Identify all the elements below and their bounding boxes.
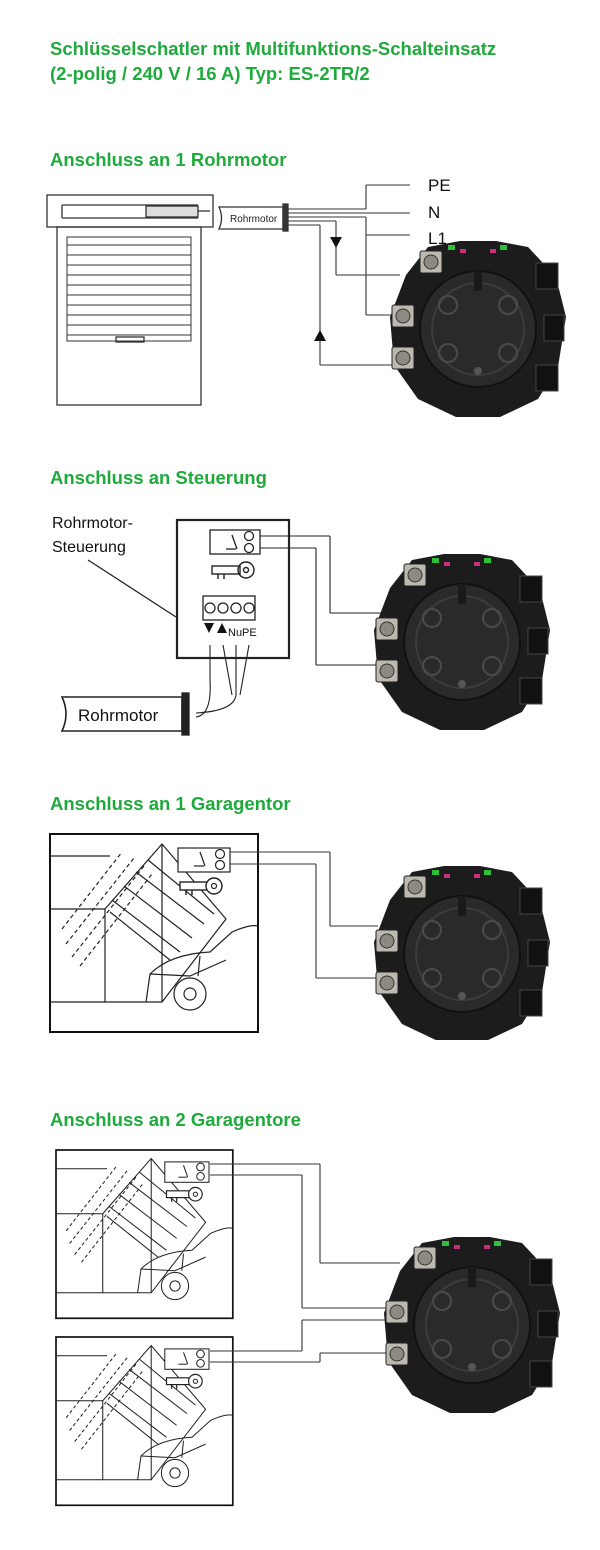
switch-insert-icon [383,1236,561,1414]
diagram-rohrmotor: Rohrmotor PE N L1 [46,176,567,418]
wire-label-l1: L1 [428,229,447,248]
wire-label-pe: PE [428,176,451,195]
diagram-steuerung: Rohrmotor- Steuerung NuPE Rohrmot [52,515,551,736]
switch-contact-box [209,529,261,555]
switch-insert-icon [373,865,551,1040]
control-label-2: Steuerung [52,539,126,556]
arrow-up-icon [217,623,227,633]
motor-label: Rohrmotor [78,706,159,725]
wire-label-n: N [428,203,440,222]
arrow-down-icon [330,237,342,248]
control-label-1: Rohrmotor- [52,515,133,532]
wire-bundle [288,184,410,366]
garage-illustration-top [55,1149,234,1320]
switch-insert-icon [373,553,551,731]
terminal-label: NuPE [228,627,257,639]
heading-garagentor: Anschluss an 1 Garagentor [50,793,291,814]
title-line-1: Schlüsselschatler mit Multifunktions-Sch… [50,38,497,59]
arrow-down-icon [204,623,214,633]
motor-label: Rohrmotor [230,214,278,225]
switch-insert-icon [389,240,567,418]
shutter-slats [66,236,192,342]
shutter-handle [115,336,145,343]
key-icon [211,561,255,579]
control-unit-box [175,518,291,660]
callout-line [87,559,177,618]
motor-tube [145,205,199,218]
garage-illustration-bottom [55,1336,234,1507]
arrow-up-icon [314,330,326,341]
garage-wires [230,851,378,979]
garage-illustration [49,833,259,1033]
heading-steuerung: Anschluss an Steuerung [50,467,267,488]
diagram-garagentor [49,833,551,1040]
shutter-frame [56,226,202,406]
control-wires [260,535,382,666]
heading-rohrmotor: Anschluss an 1 Rohrmotor [50,149,287,170]
title-line-2: (2-polig / 240 V / 16 A) Typ: ES-2TR/2 [50,63,370,84]
control-cable [195,644,250,718]
motor-label-box [217,206,284,230]
motor-box [60,696,183,732]
heading-garagentore: Anschluss an 2 Garagentore [50,1109,301,1130]
terminal-block [202,595,256,621]
document-title: Schlüsselschatler mit Multifunktions-Sch… [50,36,496,86]
garage-wires [210,1163,400,1363]
diagram-garagentore [55,1149,561,1507]
